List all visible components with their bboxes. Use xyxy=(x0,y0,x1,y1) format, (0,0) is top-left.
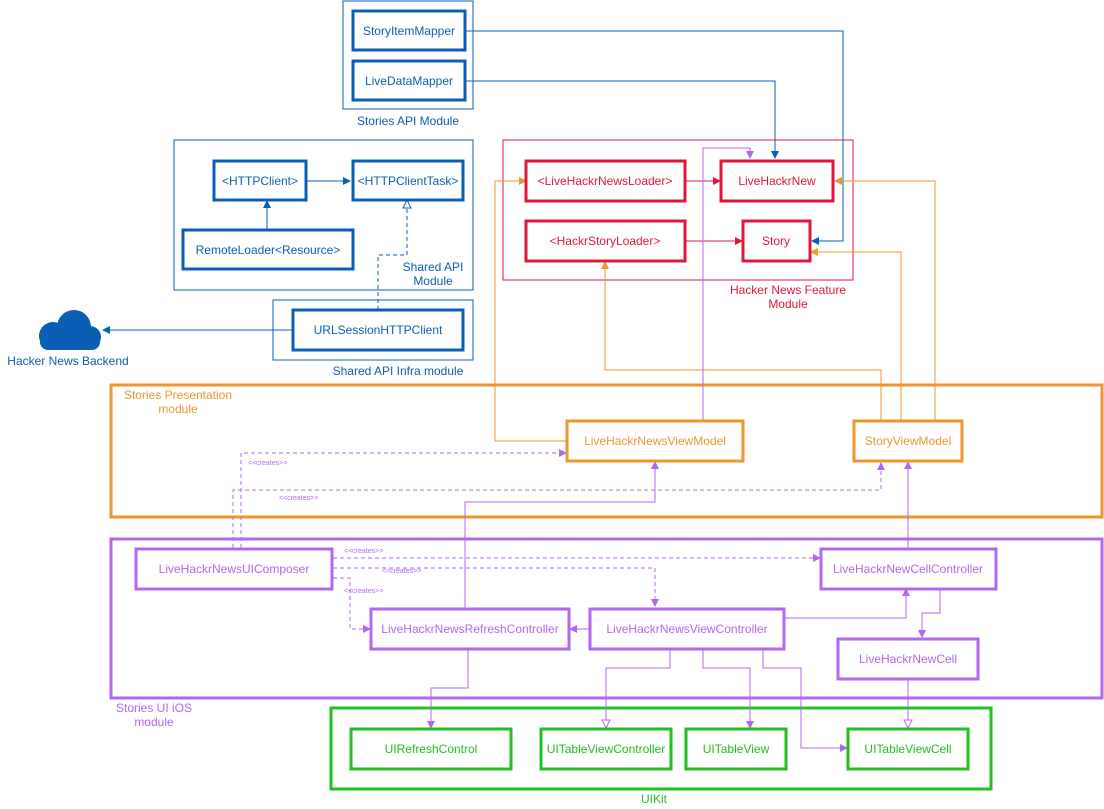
svg-text:LiveHackrNewsRefreshController: LiveHackrNewsRefreshController xyxy=(381,622,558,636)
backend-label: Hacker News Backend xyxy=(7,354,128,368)
connectors xyxy=(102,30,941,752)
svg-text:LiveHackrNewsUIComposer: LiveHackrNewsUIComposer xyxy=(159,562,310,576)
svg-text:StoryItemMapper: StoryItemMapper xyxy=(363,24,455,38)
node-ui-table-view-cell: UITableViewCell xyxy=(846,727,970,771)
node-ui-refresh-control: UIRefreshControl xyxy=(349,727,513,771)
svg-text:RemoteLoader<Resource>: RemoteLoader<Resource> xyxy=(196,243,341,257)
presentation-module: Stories Presentation module xyxy=(109,383,1104,519)
creates-label: <<creates>> xyxy=(344,588,383,595)
svg-text:LiveDataMapper: LiveDataMapper xyxy=(365,74,453,88)
presentation-module-label-line1: Stories Presentation xyxy=(124,388,232,402)
node-live-hackr-news-loader: <LiveHackrNewsLoader> xyxy=(524,159,687,203)
creates-label: <<creates>> xyxy=(279,495,318,502)
creates-labels: <<creates>> <<creates>> <<creates>> <<cr… xyxy=(248,460,421,595)
svg-text:LiveHackrNewCell: LiveHackrNewCell xyxy=(859,652,957,666)
svg-text:LiveHackrNewCellController: LiveHackrNewCellController xyxy=(833,562,983,576)
node-live-hackr-new-cell-controller: LiveHackrNewCellController xyxy=(819,547,998,591)
creates-label: <<creates>> xyxy=(344,548,383,555)
feature-module: Hacker News Feature Module xyxy=(502,139,854,311)
stories-api-module-label: Stories API Module xyxy=(357,114,459,128)
node-http-client: <HTTPClient> xyxy=(212,159,308,202)
creates-label: <<creates>> xyxy=(248,460,287,467)
node-live-hackr-news-view-model: LiveHackrNewsViewModel xyxy=(565,419,745,463)
node-http-client-task: <HTTPClientTask> xyxy=(351,159,465,202)
node-live-hackr-new-cell: LiveHackrNewCell xyxy=(836,637,980,681)
node-live-data-mapper: LiveDataMapper xyxy=(351,59,467,102)
svg-text:LiveHackrNew: LiveHackrNew xyxy=(738,174,816,188)
svg-text:UITableView: UITableView xyxy=(703,742,770,756)
creates-label: <<creates>> xyxy=(382,568,421,575)
feature-module-label-line1: Hacker News Feature xyxy=(730,283,846,297)
node-story: Story xyxy=(741,219,812,263)
svg-text:UITableViewCell: UITableViewCell xyxy=(864,742,951,756)
svg-text:<HTTPClient>: <HTTPClient> xyxy=(222,174,298,188)
node-story-view-model: StoryViewModel xyxy=(852,419,964,463)
shared-api-infra-module-label: Shared API Infra module xyxy=(333,364,464,378)
cloud-icon xyxy=(39,310,101,350)
ui-ios-module-label-line1: Stories UI iOS xyxy=(116,701,192,715)
node-live-hackr-new: LiveHackrNew xyxy=(719,159,835,203)
feature-module-label-line2: Module xyxy=(768,297,808,311)
svg-text:<HackrStoryLoader>: <HackrStoryLoader> xyxy=(550,234,661,248)
node-live-hackr-news-ui-composer: LiveHackrNewsUIComposer xyxy=(134,547,334,591)
node-live-hackr-news-refresh-controller: LiveHackrNewsRefreshController xyxy=(369,607,571,651)
svg-text:UIRefreshControl: UIRefreshControl xyxy=(385,742,478,756)
node-ui-table-view: UITableView xyxy=(684,727,788,771)
svg-text:<HTTPClientTask>: <HTTPClientTask> xyxy=(358,174,459,188)
svg-text:StoryViewModel: StoryViewModel xyxy=(865,434,951,448)
stories-api-module: Stories API Module xyxy=(342,0,474,128)
svg-text:URLSessionHTTPClient: URLSessionHTTPClient xyxy=(314,323,443,337)
shared-api-module: Shared API Module xyxy=(173,139,474,291)
svg-text:LiveHackrNewsViewModel: LiveHackrNewsViewModel xyxy=(584,434,726,448)
shared-api-module-label-line2: Module xyxy=(413,274,453,288)
svg-text:<LiveHackrNewsLoader>: <LiveHackrNewsLoader> xyxy=(538,174,673,188)
uikit-module: UIKit xyxy=(329,706,993,806)
node-live-hackr-news-view-controller: LiveHackrNewsViewController xyxy=(588,607,786,651)
node-story-item-mapper: StoryItemMapper xyxy=(351,9,467,52)
node-remote-loader: RemoteLoader<Resource> xyxy=(181,228,355,271)
svg-text:UITableViewController: UITableViewController xyxy=(547,742,666,756)
svg-text:Story: Story xyxy=(762,234,790,248)
presentation-module-label-line2: module xyxy=(158,402,198,416)
uikit-module-label: UIKit xyxy=(641,792,668,806)
node-hackr-story-loader: <HackrStoryLoader> xyxy=(524,219,687,263)
shared-api-module-label-line1: Shared API xyxy=(403,260,464,274)
svg-text:LiveHackrNewsViewController: LiveHackrNewsViewController xyxy=(606,622,767,636)
ui-ios-module-label-line2: module xyxy=(134,715,174,729)
node-url-session-http-client: URLSessionHTTPClient xyxy=(291,308,465,352)
node-ui-table-view-controller: UITableViewController xyxy=(539,727,673,771)
